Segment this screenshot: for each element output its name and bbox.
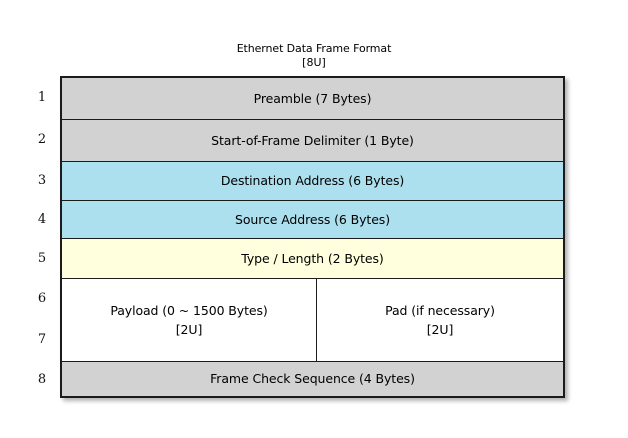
row-number-2: 2 — [37, 132, 47, 147]
frame-field-pad-text: Pad (if necessary) [2U] — [385, 301, 495, 340]
frame-field-type-length: Type / Length (2 Bytes) — [62, 239, 563, 279]
row-number-1: 1 — [37, 90, 47, 105]
frame-field-sfd-label: Start-of-Frame Delimiter (1 Byte) — [211, 132, 414, 148]
frame-field-payload-text: Payload (0 ~ 1500 Bytes) [2U] — [110, 301, 267, 340]
row-number-5: 5 — [37, 251, 47, 266]
row-number-4: 4 — [37, 212, 47, 227]
frame-field-preamble: Preamble (7 Bytes) — [62, 78, 563, 120]
row-number-7: 7 — [37, 332, 47, 347]
frame-field-fcs: Frame Check Sequence (4 Bytes) — [62, 362, 563, 396]
frame-field-type-length-label: Type / Length (2 Bytes) — [241, 250, 384, 266]
frame-field-payload-row: Payload (0 ~ 1500 Bytes) [2U] Pad (if ne… — [62, 279, 563, 362]
frame-field-destination-address-label: Destination Address (6 Bytes) — [220, 173, 405, 189]
frame-field-preamble-label: Preamble (7 Bytes) — [253, 90, 372, 106]
frame-field-source-address-label: Source Address (6 Bytes) — [234, 211, 391, 227]
frame-field-fcs-label: Frame Check Sequence (4 Bytes) — [210, 371, 415, 387]
frame-field-sfd: Start-of-Frame Delimiter (1 Byte) — [62, 120, 563, 162]
page-title-subtitle: [8U] — [302, 56, 326, 70]
frame-field-payload-sub: [2U] — [175, 322, 203, 337]
frame-field-source-address: Source Address (6 Bytes) — [62, 201, 563, 239]
frame-field-pad-sub: [2U] — [426, 322, 454, 337]
frame-field-payload: Payload (0 ~ 1500 Bytes) [2U] — [62, 279, 317, 361]
row-number-gutter: 1 2 3 4 5 6 7 8 — [28, 76, 56, 398]
diagram-title-block: Ethernet Data Frame Format [8U] — [0, 42, 628, 70]
row-number-6: 6 — [37, 291, 47, 306]
page-title: Ethernet Data Frame Format — [236, 42, 392, 55]
frame-field-pad: Pad (if necessary) [2U] — [317, 279, 563, 361]
frame-field-pad-label: Pad (if necessary) — [385, 302, 495, 318]
frame-field-destination-address: Destination Address (6 Bytes) — [62, 162, 563, 201]
row-number-8: 8 — [37, 372, 47, 387]
frame-field-payload-label: Payload (0 ~ 1500 Bytes) — [110, 302, 268, 318]
row-number-3: 3 — [37, 173, 47, 188]
ethernet-frame-diagram: Preamble (7 Bytes) Start-of-Frame Delimi… — [60, 76, 565, 398]
